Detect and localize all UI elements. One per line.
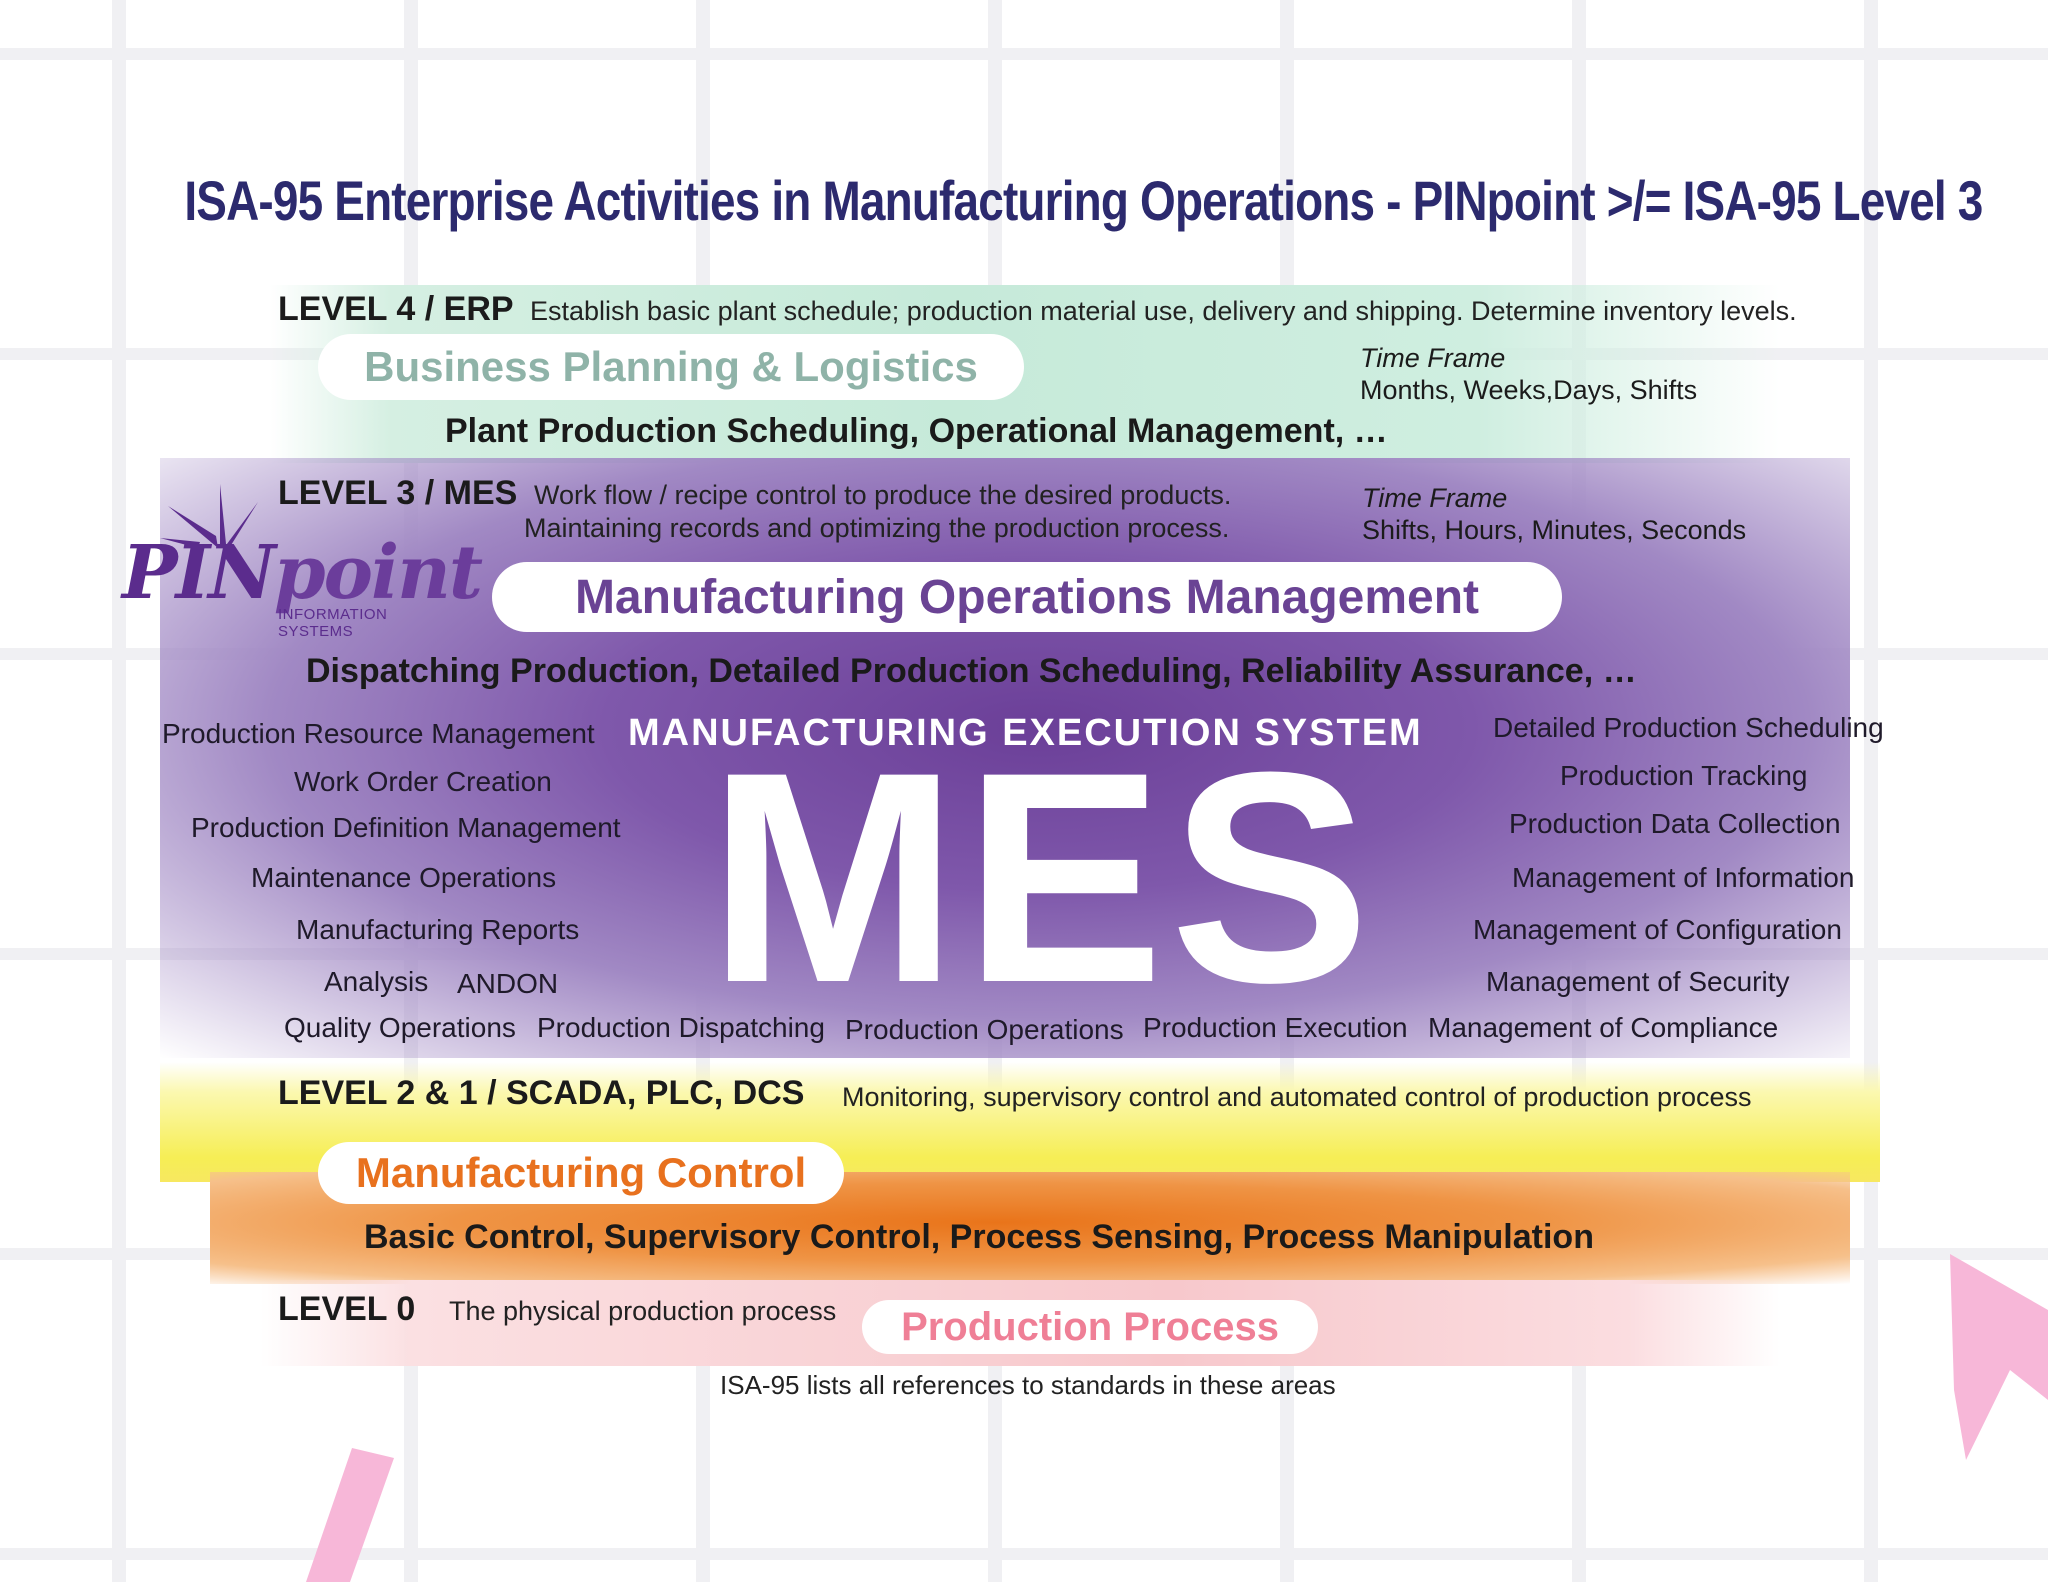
level3-description-1: Work flow / recipe control to produce th… bbox=[534, 480, 1232, 510]
level0-description: The physical production process bbox=[449, 1296, 837, 1326]
footnote: ISA-95 lists all references to standards… bbox=[720, 1370, 1336, 1400]
business-planning-pill: Business Planning & Logistics bbox=[318, 334, 1024, 400]
business-planning-label: Business Planning & Logistics bbox=[364, 343, 978, 390]
level3-description-2: Maintaining records and optimizing the p… bbox=[524, 513, 1230, 543]
production-process-pill: Production Process bbox=[862, 1300, 1318, 1354]
manufacturing-control-pill: Manufacturing Control bbox=[318, 1142, 844, 1204]
level21-description: Monitoring, supervisory control and auto… bbox=[842, 1082, 1752, 1112]
function-production-operations: Production Operations bbox=[845, 1014, 1124, 1045]
level4-time-frame-title: Time Frame bbox=[1360, 343, 1506, 373]
function-management-of-compliance: Management of Compliance bbox=[1428, 1012, 1779, 1043]
logo-burst-icon bbox=[160, 484, 258, 550]
level3-time-frame-value: Shifts, Hours, Minutes, Seconds bbox=[1362, 515, 1747, 545]
level4-time-frame: Time Frame Months, Weeks,Days, Shifts bbox=[1360, 342, 1697, 406]
function-production-definition-management: Production Definition Management bbox=[191, 812, 621, 843]
function-production-tracking: Production Tracking bbox=[1560, 760, 1808, 791]
manufacturing-control-label: Manufacturing Control bbox=[355, 1149, 807, 1196]
mes-big-label: MES bbox=[707, 709, 1377, 1045]
mes-system-name: MANUFACTURING EXECUTION SYSTEM bbox=[628, 712, 1423, 754]
function-production-dispatching: Production Dispatching bbox=[537, 1012, 825, 1043]
level4-description: Establish basic plant schedule; producti… bbox=[530, 296, 1797, 326]
level3-time-frame-title: Time Frame bbox=[1362, 483, 1508, 513]
level3-label: LEVEL 3 / MES bbox=[278, 474, 518, 512]
pinpoint-logo: PINpoint INFORMATION SYSTEMS bbox=[118, 478, 483, 648]
function-manufacturing-reports: Manufacturing Reports bbox=[296, 914, 580, 945]
level0-label: LEVEL 0 bbox=[278, 1290, 416, 1328]
function-andon: ANDON bbox=[457, 968, 559, 999]
logo-word-point: point bbox=[273, 530, 483, 616]
level3-band bbox=[160, 458, 1850, 1058]
function-production-data-collection: Production Data Collection bbox=[1509, 808, 1841, 839]
function-analysis: Analysis bbox=[324, 966, 429, 997]
function-detailed-production-scheduling: Detailed Production Scheduling bbox=[1493, 712, 1884, 743]
level21-activities: Basic Control, Supervisory Control, Proc… bbox=[364, 1218, 1594, 1256]
logo-subtitle: INFORMATION SYSTEMS bbox=[278, 606, 388, 640]
logo-wordmark: PINpoint bbox=[122, 530, 483, 616]
function-management-of-security: Management of Security bbox=[1486, 966, 1790, 997]
function-production-resource-management: Production Resource Management bbox=[162, 718, 595, 749]
page-title: ISA-95 Enterprise Activities in Manufact… bbox=[184, 169, 1983, 232]
level3-activities: Dispatching Production, Detailed Product… bbox=[306, 652, 1637, 690]
logo-word-pin: PIN bbox=[122, 530, 276, 616]
function-maintenance-operations: Maintenance Operations bbox=[251, 862, 557, 893]
mom-pill: Manufacturing Operations Management bbox=[492, 562, 1562, 632]
function-production-execution: Production Execution bbox=[1143, 1012, 1408, 1043]
function-quality-operations: Quality Operations bbox=[284, 1012, 516, 1043]
function-management-of-configuration: Management of Configuration bbox=[1473, 914, 1842, 945]
level4-time-frame-value: Months, Weeks,Days, Shifts bbox=[1360, 375, 1698, 405]
function-management-of-information: Management of Information bbox=[1512, 862, 1855, 893]
pink-stroke-decoration bbox=[306, 1448, 394, 1582]
level3-time-frame: Time Frame Shifts, Hours, Minutes, Secon… bbox=[1362, 482, 1746, 546]
production-process-label: Production Process bbox=[901, 1304, 1279, 1349]
level4-label: LEVEL 4 / ERP bbox=[278, 290, 514, 328]
mom-label: Manufacturing Operations Management bbox=[574, 570, 1480, 624]
level4-activities: Plant Production Scheduling, Operational… bbox=[445, 412, 1388, 450]
level21-label: LEVEL 2 & 1 / SCADA, PLC, DCS bbox=[278, 1074, 805, 1112]
pink-arrow-decoration bbox=[1950, 1254, 2048, 1460]
function-work-order-creation: Work Order Creation bbox=[294, 766, 552, 797]
